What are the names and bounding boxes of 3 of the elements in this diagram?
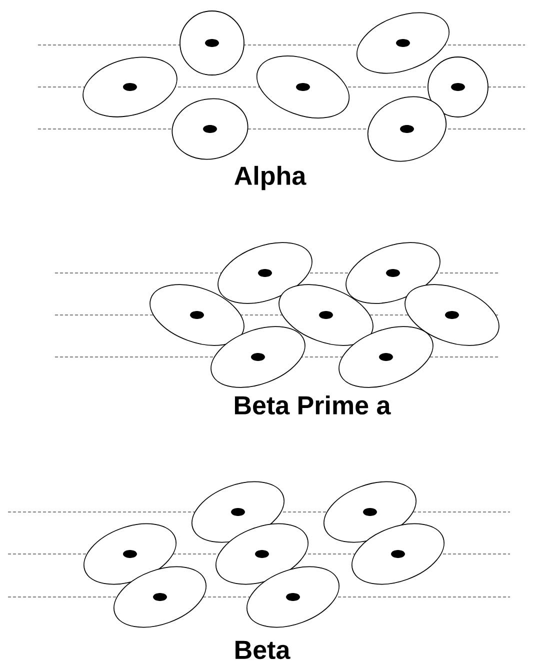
panel-title: Alpha	[234, 166, 306, 190]
panel-title: Beta Prime a	[234, 395, 391, 415]
panel-title: Beta	[236, 640, 290, 660]
